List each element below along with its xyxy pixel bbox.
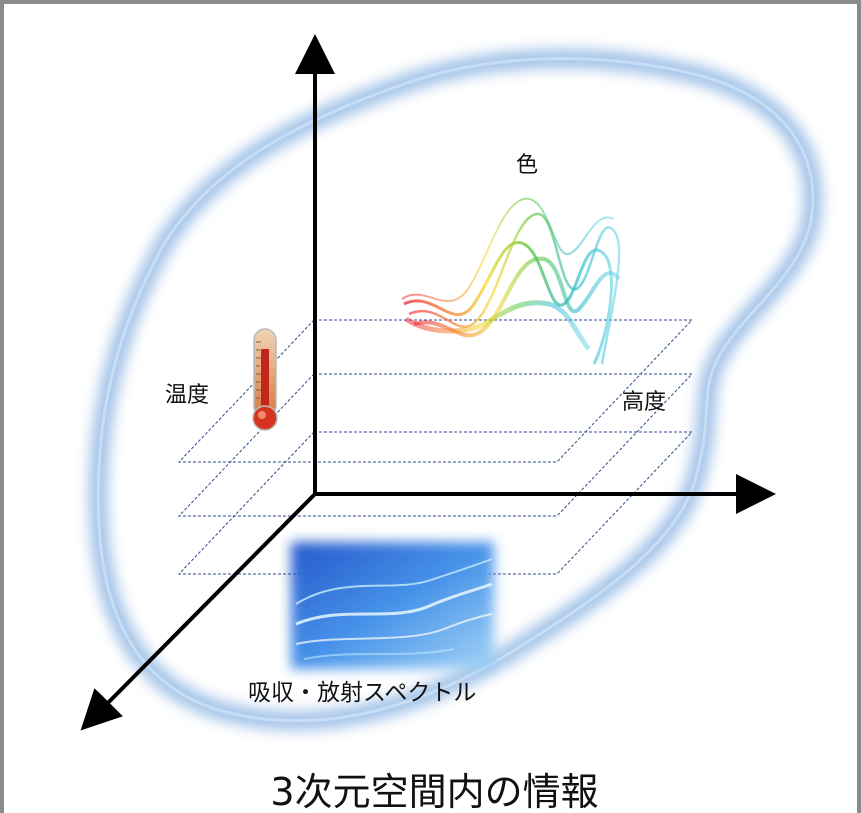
- diagram-canvas: [80, 34, 822, 731]
- altitude-label: 高度: [622, 390, 667, 415]
- y-axis: [80, 492, 317, 731]
- temperature-label: 温度: [165, 383, 210, 408]
- altitude-planes: [177, 319, 694, 575]
- plane-middle: [177, 373, 694, 517]
- spectrum-label: 吸収・放射スペクトル: [248, 680, 477, 706]
- rainbow-wave-icon: [401, 197, 621, 365]
- blue-wave-image: [291, 542, 494, 669]
- plane-bottom: [177, 431, 694, 575]
- plane-top: [177, 319, 694, 463]
- diagram-title: 3次元空間内の情報: [270, 770, 599, 813]
- axes: [80, 34, 776, 731]
- space-blob: [89, 49, 822, 730]
- thermometer-icon: [252, 328, 278, 431]
- color-label: 色: [516, 153, 539, 178]
